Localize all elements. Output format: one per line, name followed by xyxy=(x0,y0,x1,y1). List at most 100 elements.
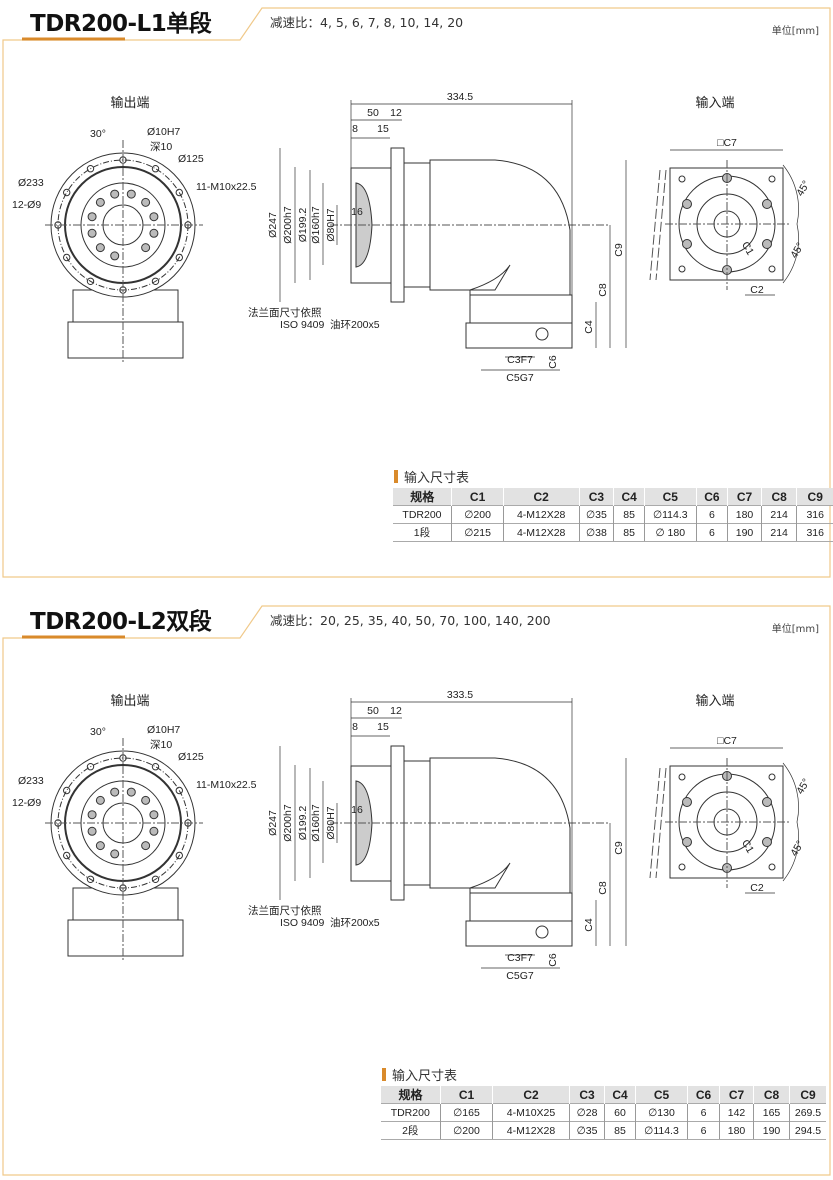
table-cell: 85 xyxy=(613,505,645,524)
unit-label: 单位[mm] xyxy=(771,624,819,635)
panel-frame xyxy=(2,7,831,578)
reduction-ratios: 减速比：20, 25, 35, 40, 50, 70, 100, 140, 20… xyxy=(270,610,551,629)
dim-c6: C6 xyxy=(547,355,559,369)
dim-c4: C4 xyxy=(583,918,595,932)
dim-d15: 15 xyxy=(377,123,389,135)
dim-c7: □C7 xyxy=(717,137,737,149)
table-cell: ∅200 xyxy=(440,1121,493,1140)
dim-c1: C1 xyxy=(739,240,756,258)
dim-d12: 12 xyxy=(390,107,402,119)
side-view xyxy=(279,100,627,371)
dim-holes: 12-Ø9 xyxy=(12,199,41,211)
table-cell: ∅35 xyxy=(578,505,614,524)
column-header: C4 xyxy=(613,488,645,506)
table-cell: 269.5 xyxy=(789,1103,826,1122)
table-heading: 输入尺寸表 xyxy=(382,1065,457,1084)
table-cell: TDR200 xyxy=(380,1103,441,1122)
column-header: C6 xyxy=(695,488,728,506)
table-cell: 142 xyxy=(719,1103,754,1122)
input-end-label: 输入端 xyxy=(695,95,734,110)
dim-holes: 12-Ø9 xyxy=(12,797,41,809)
output-end-label: 输出端 xyxy=(110,693,149,708)
column-header: 规格 xyxy=(380,1086,441,1104)
table-cell: 4-M12X28 xyxy=(502,523,580,542)
table-cell: 190 xyxy=(727,523,762,542)
dim-od: Ø233 xyxy=(18,775,44,787)
dim-oil: 油环200x5 xyxy=(330,318,380,331)
dim-d160: Ø160h7 xyxy=(310,206,322,244)
column-header: C3 xyxy=(578,488,614,506)
dim-d16: 16 xyxy=(351,804,363,816)
table-cell: 316 xyxy=(796,523,833,542)
dim-c5: C5G7 xyxy=(506,372,534,384)
table-cell: ∅28 xyxy=(569,1103,605,1122)
column-header: C9 xyxy=(789,1086,826,1104)
ratio-label: 减速比： xyxy=(270,15,321,30)
column-header: 规格 xyxy=(391,488,452,506)
column-header: C9 xyxy=(796,488,833,506)
dim-pcd: Ø125 xyxy=(178,751,204,763)
table-heading: 输入尺寸表 xyxy=(394,467,469,486)
table-cell: ∅165 xyxy=(440,1103,493,1122)
table-cell: 214 xyxy=(760,505,797,524)
dim-c9: C9 xyxy=(613,841,625,855)
table-cell: 214 xyxy=(760,523,797,542)
table-cell: 60 xyxy=(604,1103,636,1122)
dim-threads: 11-M10x22.5 xyxy=(196,181,257,193)
table-heading-text: 输入尺寸表 xyxy=(392,1069,458,1084)
table-cell: ∅200 xyxy=(451,505,504,524)
dim-c9: C9 xyxy=(613,243,625,257)
dim-d16: 16 xyxy=(351,206,363,218)
table-cell: ∅114.3 xyxy=(635,1121,688,1140)
dim-a45b: 45° xyxy=(788,241,806,261)
table-cell: 180 xyxy=(719,1121,754,1140)
output-end-label: 输出端 xyxy=(110,95,149,110)
dim-c5: C5G7 xyxy=(506,970,534,982)
dim-hole: Ø10H7 xyxy=(147,724,180,736)
table-cell: TDR200 xyxy=(392,505,452,524)
reduction-ratios: 减速比：4, 5, 6, 7, 8, 10, 14, 20 xyxy=(270,12,463,31)
table-cell: 85 xyxy=(613,523,645,542)
dim-total: 333.5 xyxy=(447,689,473,701)
column-header: C5 xyxy=(643,488,697,506)
dim-d80: Ø80H7 xyxy=(325,208,337,241)
table-cell: 6 xyxy=(695,523,728,542)
table-cell: 85 xyxy=(604,1121,636,1140)
heading-bar xyxy=(382,1068,386,1081)
dim-depth: 深10 xyxy=(150,141,172,153)
column-header: C6 xyxy=(687,1086,720,1104)
table-cell: 316 xyxy=(796,505,833,524)
dim-c8: C8 xyxy=(597,881,609,895)
table-cell: 6 xyxy=(687,1121,720,1140)
dim-d247: Ø247 xyxy=(267,212,279,238)
dim-a45b: 45° xyxy=(788,839,806,859)
dim-c3: C3F7 xyxy=(507,952,533,964)
column-header: C2 xyxy=(492,1086,570,1104)
dim-d50: 50 xyxy=(367,107,379,119)
technical-drawing: 30°Ø10H7深10Ø125Ø23312-Ø911-M10x22.5334.5… xyxy=(2,7,831,578)
dim-c6: C6 xyxy=(547,953,559,967)
table-cell: 4-M10X25 xyxy=(492,1103,570,1122)
table-cell: 165 xyxy=(753,1103,790,1122)
ratio-values: 20, 25, 35, 40, 50, 70, 100, 140, 200 xyxy=(320,613,551,628)
table-cell: 6 xyxy=(687,1103,720,1122)
dim-note2: ISO 9409 xyxy=(280,319,325,331)
table-cell: 180 xyxy=(727,505,762,524)
dim-total: 334.5 xyxy=(447,91,473,103)
dim-c3: C3F7 xyxy=(507,354,533,366)
column-header: C2 xyxy=(502,488,580,506)
dim-c7: □C7 xyxy=(717,735,737,747)
unit-label: 单位[mm] xyxy=(771,26,819,37)
column-header: C8 xyxy=(753,1086,790,1104)
table-cell: 2段 xyxy=(380,1121,441,1140)
table-cell: 4-M12X28 xyxy=(492,1121,570,1140)
column-header: C7 xyxy=(719,1086,754,1104)
table-cell: ∅38 xyxy=(578,523,614,542)
dim-c8: C8 xyxy=(597,283,609,297)
table-cell: 4-M12X28 xyxy=(502,505,580,524)
